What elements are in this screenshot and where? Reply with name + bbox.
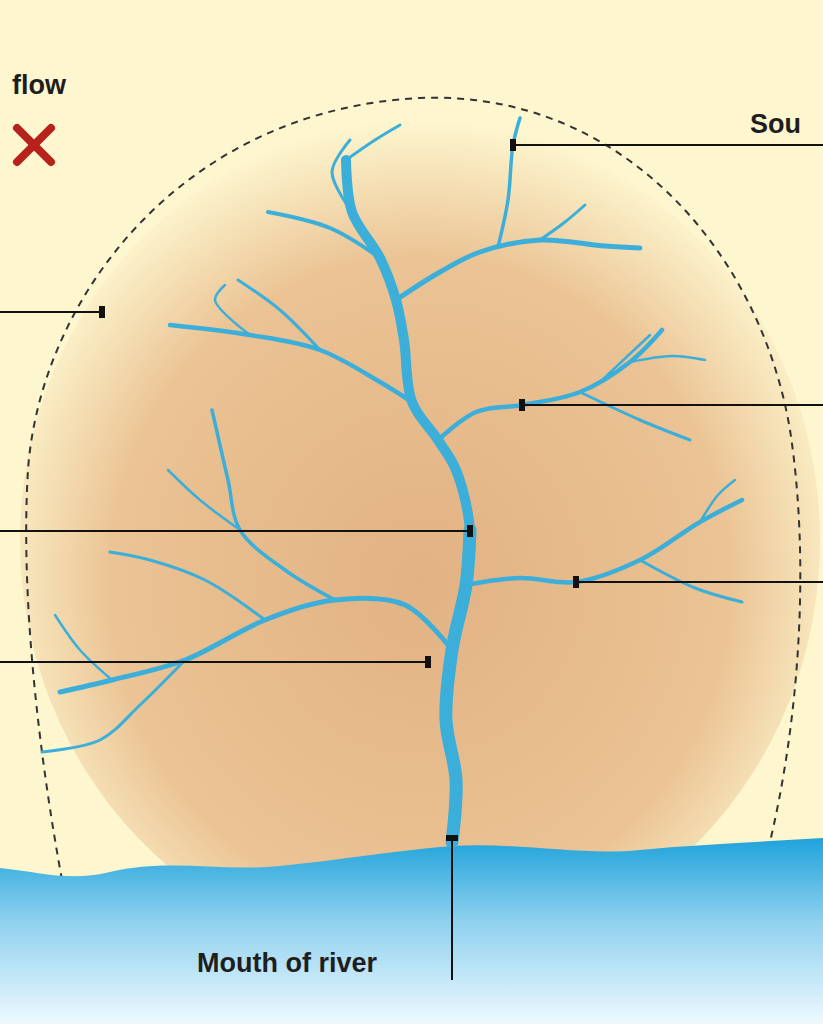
label: Mouth of river	[197, 950, 377, 977]
river-channel	[580, 392, 690, 440]
river-channel	[170, 325, 412, 402]
river-channel	[600, 335, 650, 382]
river-channel	[55, 615, 112, 680]
leader-line	[522, 404, 823, 406]
river-channel	[446, 530, 470, 842]
tick	[519, 399, 525, 411]
tick	[573, 576, 579, 588]
leader-ticks	[99, 139, 579, 841]
cross-stroke	[17, 128, 51, 162]
leader-line	[451, 838, 453, 980]
river-channel	[438, 330, 662, 440]
basin-ground	[20, 120, 820, 960]
river-channel	[215, 285, 250, 335]
river-channel	[268, 212, 380, 258]
tick	[467, 525, 473, 537]
river-channel	[498, 118, 520, 247]
watershed-line	[26, 98, 800, 880]
river-channel	[332, 140, 352, 212]
river-channel	[346, 160, 470, 842]
river-channel	[238, 280, 320, 350]
river-channel	[540, 205, 585, 240]
river-channel	[168, 470, 240, 530]
cross-symbol	[17, 128, 51, 162]
river-channel	[110, 552, 265, 620]
river-channel	[346, 125, 400, 160]
leader-line	[513, 144, 823, 146]
river-channel	[396, 240, 640, 300]
leader-lines	[0, 145, 823, 980]
label: Sou	[750, 111, 801, 138]
sea	[0, 838, 823, 1024]
river-network	[42, 118, 742, 842]
tick	[425, 656, 431, 668]
river-channel	[700, 480, 735, 522]
river-channel	[42, 660, 185, 752]
leader-line	[576, 581, 823, 583]
tick	[99, 306, 105, 318]
leader-line	[0, 661, 428, 663]
river-channel	[466, 500, 742, 585]
cross-stroke	[17, 128, 51, 162]
label: flow	[12, 72, 66, 99]
river-channel	[630, 356, 705, 362]
leader-line	[0, 530, 470, 532]
leader-line	[0, 311, 102, 313]
tick	[510, 139, 516, 151]
tick	[446, 835, 458, 841]
river-channel	[212, 410, 335, 600]
